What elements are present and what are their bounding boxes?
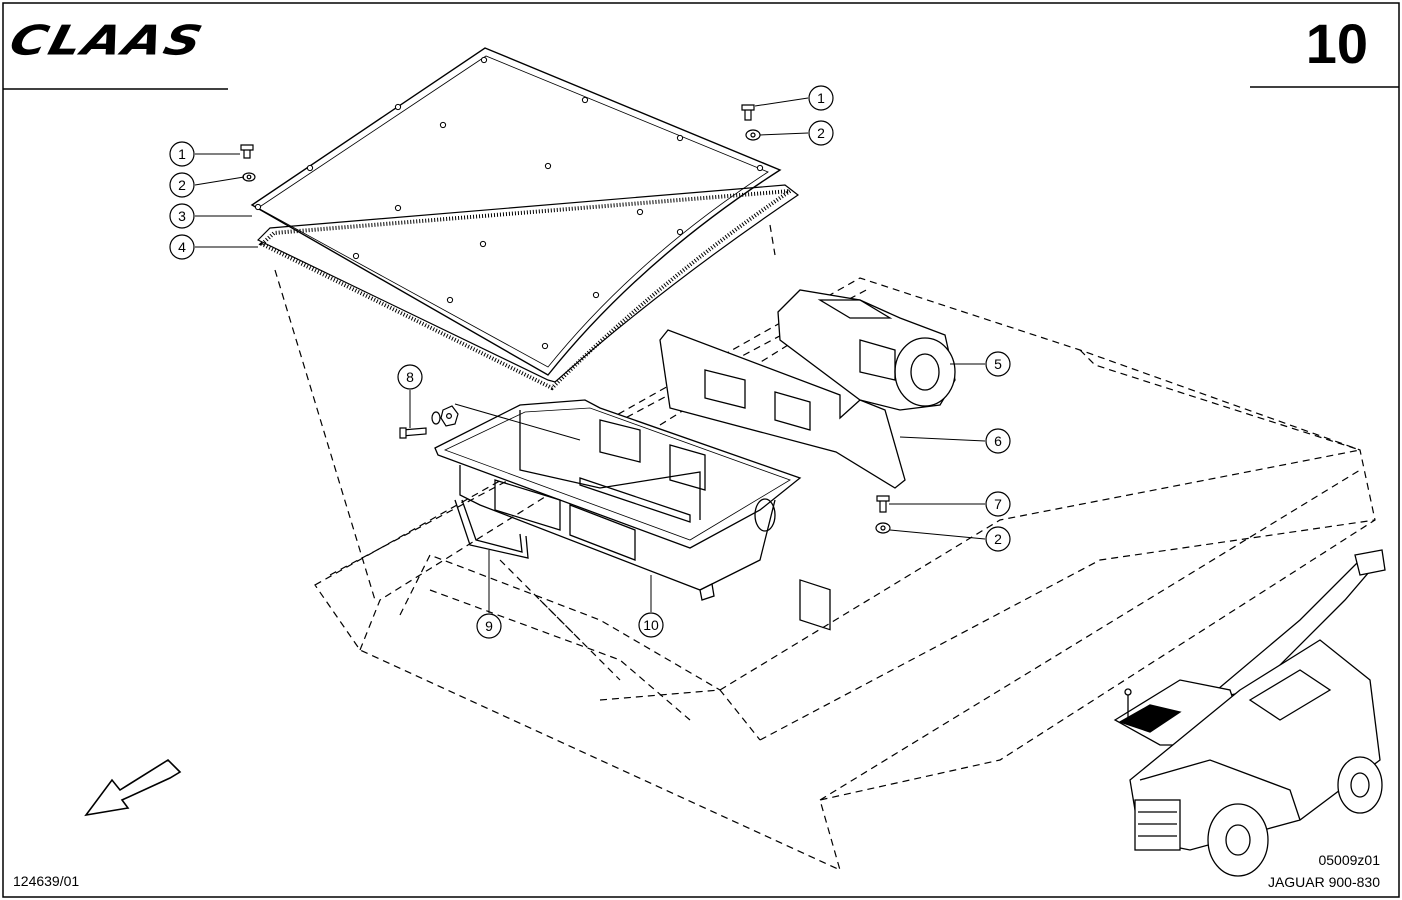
- callout-label: 2: [178, 177, 186, 193]
- cover-plate: [250, 47, 782, 376]
- base-housing: [434, 399, 802, 601]
- callout-bubble: [169, 203, 195, 229]
- drawing-number: 124639/01: [13, 873, 80, 889]
- callout-bubble: [985, 526, 1011, 552]
- view-code: 05009z01: [1318, 852, 1380, 868]
- blower-unit: [777, 289, 956, 631]
- callout-label: 10: [643, 617, 659, 633]
- callout-numbers: 1 2 1 2 3 4 5 6 7 2 8 9 10: [178, 90, 1002, 634]
- callout-bubble: [808, 120, 834, 146]
- callout-bubble: [397, 364, 423, 390]
- gasket: [256, 184, 800, 391]
- callout-label: 8: [406, 369, 414, 385]
- callout-bubble: [169, 234, 195, 260]
- seal-strip: [454, 499, 529, 559]
- direction-arrow-icon: [84, 758, 182, 817]
- callout-label: 9: [485, 618, 493, 634]
- callout-bubble: [638, 612, 664, 638]
- leader-lines: [194, 97, 986, 613]
- mounting-bracket: [659, 329, 906, 489]
- forage-harvester-icon: [1113, 549, 1386, 877]
- callout-bubble: [985, 351, 1011, 377]
- claas-logo: CLAAS: [4, 16, 209, 65]
- callout-label: 6: [994, 433, 1002, 449]
- callout-bubble: [476, 613, 502, 639]
- callout-label: 2: [817, 125, 825, 141]
- callout-label: 5: [994, 356, 1002, 372]
- callout-label: 4: [178, 239, 186, 255]
- callout-label: 1: [178, 146, 186, 162]
- callout-bubble: [985, 491, 1011, 517]
- callout-bubble: [808, 85, 834, 111]
- callout-bubble: [985, 428, 1011, 454]
- callout-label: 2: [994, 531, 1002, 547]
- fasteners: [240, 104, 891, 534]
- cover-plate-holes: [254, 56, 764, 350]
- page-number: 10: [1305, 12, 1368, 75]
- callout-bubble: [169, 141, 195, 167]
- callout-bubbles: [169, 85, 1011, 639]
- callout-label: 3: [178, 208, 186, 224]
- callout-bubble: [169, 172, 195, 198]
- model-name: JAGUAR 900-830: [1267, 874, 1380, 890]
- callout-label: 7: [994, 496, 1002, 512]
- callout-label: 1: [817, 90, 825, 106]
